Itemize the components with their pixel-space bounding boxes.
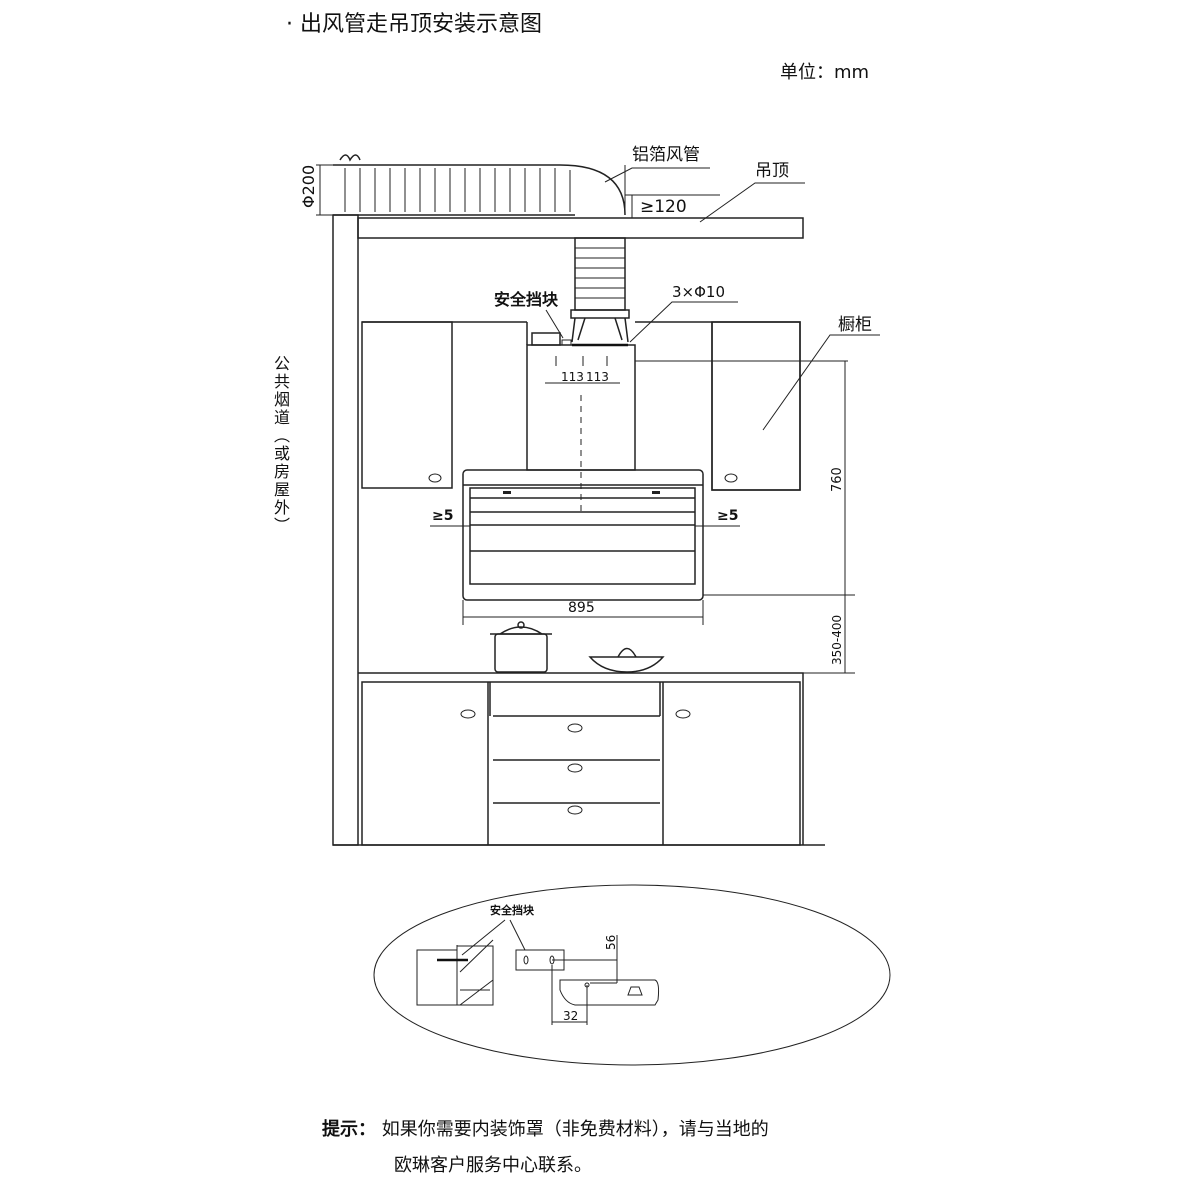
gap-right-label: ≥5 [717, 508, 738, 524]
foil-duct [333, 154, 630, 343]
suspended-ceiling [357, 217, 804, 239]
safety-block-label: 安全挡块 [494, 290, 559, 309]
dim-113-a: 113 [561, 370, 584, 384]
range-hood [462, 469, 704, 601]
ceiling-label: 吊顶 [755, 161, 789, 181]
height-760-label: 760 [830, 467, 845, 492]
upper-cabinets [361, 321, 801, 491]
wok [588, 647, 665, 673]
pot [490, 621, 552, 673]
tip-line-1: 如果你需要内装饰罩（非免费材料），请与当地的 [381, 1119, 769, 1140]
detail-safety-block-label: 安全挡块 [490, 903, 535, 917]
holes-label: 3×Φ10 [672, 283, 725, 301]
detail-32-label: 32 [563, 1009, 578, 1023]
detail-56-label: 56 [604, 935, 618, 950]
flue-label: 公共烟道（或房屋外） [271, 355, 290, 535]
diameter-label: Φ200 [299, 165, 318, 208]
duct-label: 铝箔风管 [632, 145, 700, 165]
brick-wall [332, 214, 359, 846]
gap-left-label: ≥5 [432, 508, 453, 524]
safety-block-detail: 安全挡块 56 32 [373, 884, 891, 1066]
gap-120-label: ≥120 [640, 197, 687, 217]
unit-label: 单位：mm [780, 62, 870, 83]
dim-113-b: 113 [586, 370, 609, 384]
tip-note: 提示： 如果你需要内装饰罩（非免费材料），请与当地的 欧琳客户服务中心联系。 [322, 1112, 769, 1184]
tip-prefix: 提示： [322, 1119, 376, 1140]
width-label: 895 [568, 600, 595, 616]
page-title: · 出风管走吊顶安装示意图 [286, 12, 542, 37]
cabinet-label: 橱柜 [838, 315, 872, 335]
base-cabinets [333, 672, 825, 846]
tip-line-2: 欧琳客户服务中心联系。 [394, 1155, 592, 1176]
height-range-label: 350-400 [830, 615, 844, 665]
